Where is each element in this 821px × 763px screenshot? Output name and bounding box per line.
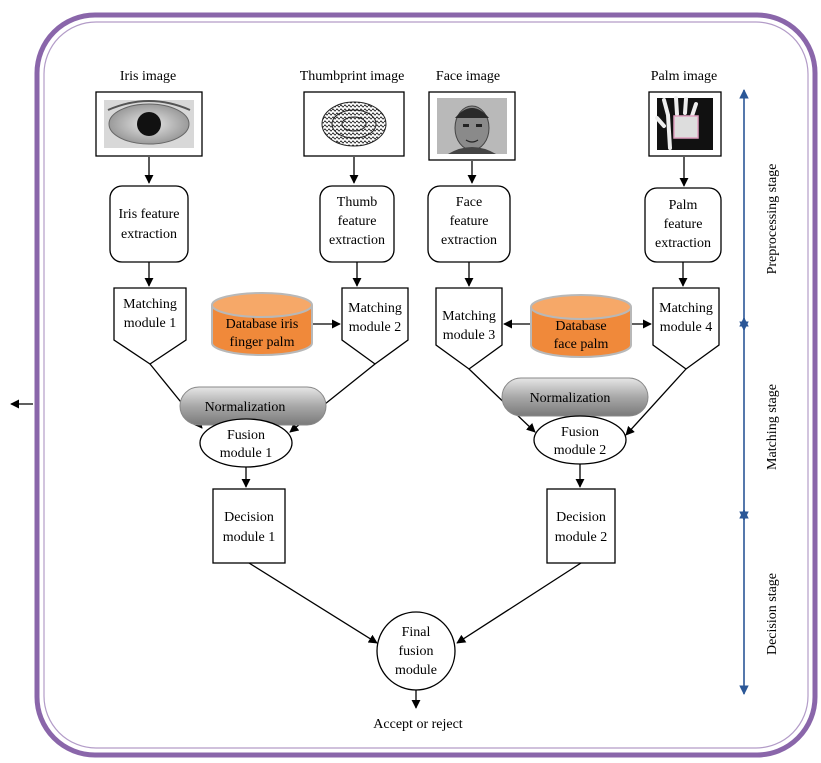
svg-text:Normalization: Normalization xyxy=(205,400,286,415)
svg-text:module 1: module 1 xyxy=(124,316,177,331)
outer-frame-inner xyxy=(43,21,809,749)
palm-image-label: Palm image xyxy=(651,69,718,84)
palm-feature-extraction: Palm feature extraction xyxy=(644,187,722,263)
svg-text:module 2: module 2 xyxy=(554,443,607,458)
svg-text:extraction: extraction xyxy=(121,227,177,242)
iris-feature-extraction: Iris feature extraction xyxy=(109,185,189,263)
matching-module-4: Matching module 4 xyxy=(652,287,720,370)
svg-text:extraction: extraction xyxy=(655,236,711,251)
svg-text:Matching: Matching xyxy=(442,309,496,324)
svg-text:module: module xyxy=(395,663,437,678)
normalization-left: Normalization xyxy=(179,386,327,426)
decision-module-2: Decision module 2 xyxy=(546,488,616,564)
matching-module-1: Matching module 1 xyxy=(113,287,187,365)
svg-text:module 1: module 1 xyxy=(223,530,276,545)
palm-image xyxy=(648,91,722,157)
svg-text:feature: feature xyxy=(450,214,489,229)
fusion-module-2: Fusion module 2 xyxy=(533,415,627,465)
svg-text:module 2: module 2 xyxy=(349,320,402,335)
output-label: Accept or reject xyxy=(373,717,462,732)
svg-text:module 4: module 4 xyxy=(660,320,713,335)
decision-module-1: Decision module 1 xyxy=(212,488,286,564)
database-iris-finger-palm: Database iris finger palm xyxy=(211,292,313,356)
svg-text:module 2: module 2 xyxy=(555,530,608,545)
svg-text:finger palm: finger palm xyxy=(230,335,295,350)
outer-frame xyxy=(34,12,818,758)
svg-text:face palm: face palm xyxy=(554,337,609,352)
svg-text:Iris feature: Iris feature xyxy=(118,207,179,222)
svg-text:Face: Face xyxy=(456,195,482,210)
svg-text:feature: feature xyxy=(664,217,703,232)
svg-text:Fusion: Fusion xyxy=(561,425,599,440)
svg-text:feature: feature xyxy=(338,214,377,229)
svg-text:module 1: module 1 xyxy=(220,446,273,461)
svg-text:Database iris: Database iris xyxy=(226,317,299,332)
svg-text:fusion: fusion xyxy=(399,644,434,659)
svg-text:Decision: Decision xyxy=(224,510,274,525)
thumbprint-image xyxy=(303,91,405,157)
matching-stage-label: Matching stage xyxy=(765,384,780,470)
iris-image xyxy=(95,91,203,157)
database-face-palm: Database face palm xyxy=(530,294,632,358)
thumbprint-image-label: Thumbprint image xyxy=(300,69,405,84)
svg-text:Database: Database xyxy=(555,319,606,334)
thumb-feature-extraction: Thumb feature extraction xyxy=(319,185,395,263)
svg-text:Final: Final xyxy=(402,625,431,640)
face-image-label: Face image xyxy=(436,69,500,84)
svg-text:Normalization: Normalization xyxy=(530,391,611,406)
normalization-right: Normalization xyxy=(501,377,649,417)
face-feature-extraction: Face feature extraction xyxy=(427,185,511,263)
svg-text:Palm: Palm xyxy=(669,198,698,213)
face-image xyxy=(428,91,516,161)
arrow-decision-2-to-final xyxy=(456,562,582,644)
fusion-module-1: Fusion module 1 xyxy=(199,418,293,468)
final-fusion-module: Final fusion module xyxy=(376,611,456,691)
svg-text:extraction: extraction xyxy=(441,233,497,248)
arrow-m4-to-fusion-2 xyxy=(625,368,687,436)
svg-text:extraction: extraction xyxy=(329,233,385,248)
svg-text:Decision: Decision xyxy=(556,510,606,525)
svg-text:Matching: Matching xyxy=(659,301,713,316)
decision-stage-label: Decision stage xyxy=(765,573,780,655)
arrow-decision-1-to-final xyxy=(248,562,378,644)
preprocessing-stage-label: Preprocessing stage xyxy=(765,164,780,275)
svg-text:Fusion: Fusion xyxy=(227,428,265,443)
svg-text:module 3: module 3 xyxy=(443,328,496,343)
iris-image-label: Iris image xyxy=(120,69,176,84)
matching-module-3: Matching module 3 xyxy=(435,287,503,370)
svg-text:Matching: Matching xyxy=(348,301,402,316)
svg-text:Matching: Matching xyxy=(123,297,177,312)
matching-module-2: Matching module 2 xyxy=(341,287,409,365)
svg-text:Thumb: Thumb xyxy=(337,195,377,210)
